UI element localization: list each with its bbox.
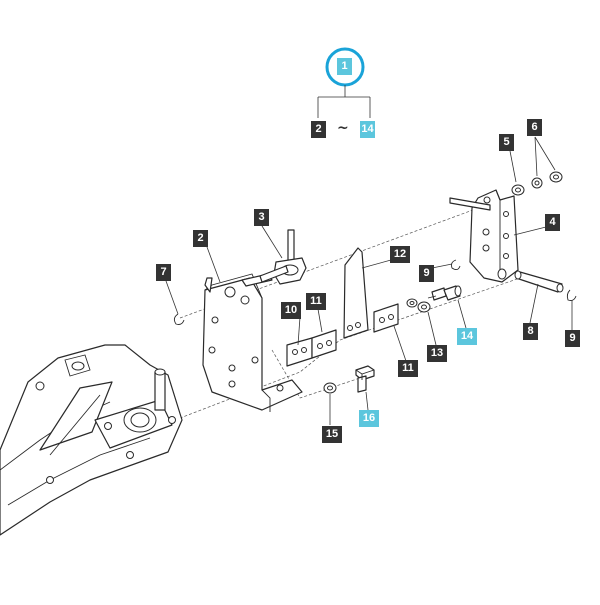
part-16-bolt <box>355 365 375 393</box>
part-13-washers <box>406 298 431 313</box>
leader-11-left <box>317 308 323 333</box>
leader-14 <box>457 299 467 329</box>
leader-4 <box>513 226 547 236</box>
leader-7 <box>165 280 179 315</box>
callout-10[interactable]: 10 <box>281 302 301 319</box>
callout-3[interactable]: 3 <box>254 209 269 226</box>
part-9-snap-ring-right <box>566 289 577 301</box>
callout-14[interactable]: 14 <box>457 328 477 345</box>
leader-6 <box>534 136 556 177</box>
part-6-nuts <box>531 171 563 189</box>
leader-11-right <box>393 325 407 362</box>
part-11-shim-plate-right <box>373 303 399 333</box>
callout-9-right[interactable]: 9 <box>565 330 580 347</box>
hydraulic-housing <box>0 344 183 536</box>
assembly-bracket <box>317 85 371 118</box>
part-12-blade-plate <box>343 247 369 339</box>
callout-9-left[interactable]: 9 <box>419 265 434 282</box>
callout-11-left[interactable]: 11 <box>306 293 326 310</box>
part-15-washer <box>323 382 337 394</box>
part-10-shim-plate <box>286 337 313 367</box>
callout-11-right[interactable]: 11 <box>398 360 418 377</box>
range-end-label[interactable]: 14 <box>360 121 375 138</box>
callout-12[interactable]: 12 <box>390 246 410 263</box>
leader-10 <box>297 316 301 346</box>
callout-4[interactable]: 4 <box>545 214 560 231</box>
leader-9-left <box>431 263 453 269</box>
leader-13 <box>427 311 437 346</box>
callout-13[interactable]: 13 <box>427 345 447 362</box>
part-5-washer <box>511 184 525 196</box>
assembly-label[interactable]: 1 <box>337 58 352 75</box>
part-14-bolts <box>427 285 462 301</box>
leader-5 <box>509 150 517 183</box>
callout-7[interactable]: 7 <box>156 264 171 281</box>
leader-8 <box>529 283 539 324</box>
leader-12 <box>361 259 392 269</box>
part-2-bracket-plate <box>202 273 303 412</box>
part-9-snap-ring-left <box>451 259 461 271</box>
range-separator: ~ <box>337 120 349 136</box>
part-7-snap-ring <box>173 313 185 325</box>
callout-8[interactable]: 8 <box>523 323 538 340</box>
part-4-lift-bracket <box>449 189 519 283</box>
part-8-pin <box>514 270 564 293</box>
callout-5[interactable]: 5 <box>499 134 514 151</box>
callout-16[interactable]: 16 <box>359 410 379 427</box>
part-3-hook-pin <box>259 229 307 285</box>
callout-6[interactable]: 6 <box>527 119 542 136</box>
callout-2[interactable]: 2 <box>193 230 208 247</box>
leader-3 <box>261 225 283 259</box>
leader-16 <box>365 391 369 411</box>
leader-2 <box>206 246 221 283</box>
assembly-axis-bolts <box>271 349 361 399</box>
range-start-label[interactable]: 2 <box>311 121 326 138</box>
callout-15[interactable]: 15 <box>322 426 342 443</box>
part-11-shim-plate-left <box>311 329 337 359</box>
